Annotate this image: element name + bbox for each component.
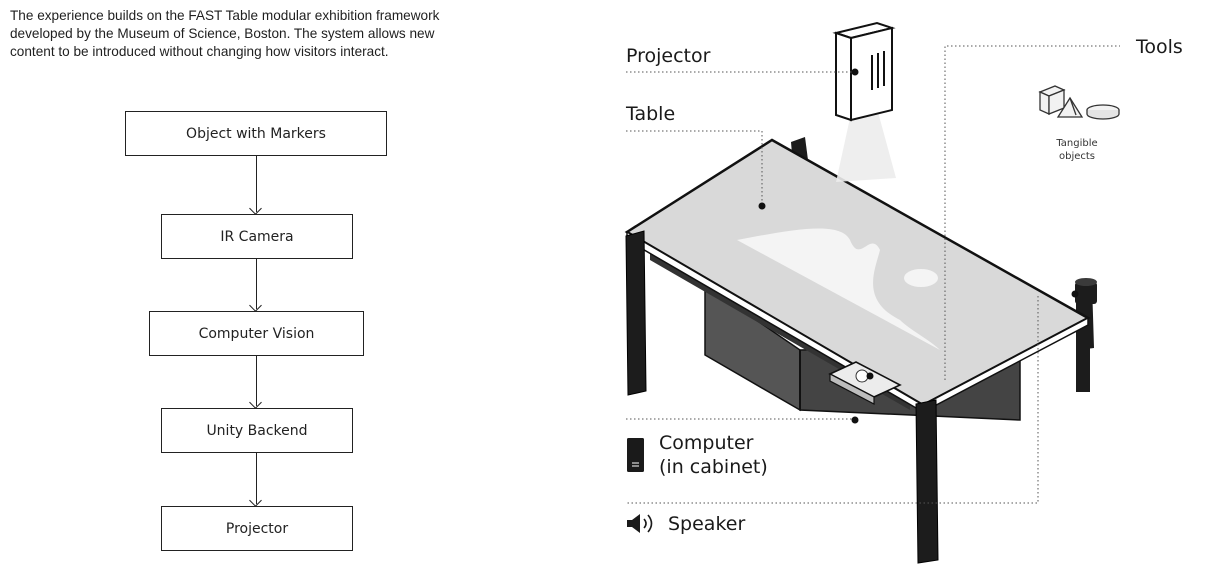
label-tangible-line2: objects xyxy=(1059,151,1095,162)
label-tools: Tools xyxy=(1135,36,1183,58)
label-table: Table xyxy=(625,103,675,125)
pipeline-flowchart: Object with Markers IR Camera Computer V… xyxy=(0,0,600,567)
flow-step-object-with-markers: Object with Markers xyxy=(125,111,387,156)
flow-arrow-2 xyxy=(256,259,257,309)
label-speaker: Speaker xyxy=(668,513,745,535)
projected-landscape xyxy=(737,228,940,350)
projector-icon xyxy=(832,21,896,122)
front-leg-front xyxy=(915,399,939,564)
back-leg-right-lower xyxy=(1076,292,1090,392)
label-computer-line2: (in cabinet) xyxy=(659,456,768,478)
flow-step-unity-backend: Unity Backend xyxy=(161,408,353,453)
leader-dot-tools xyxy=(866,372,874,380)
label-tangible-line1: Tangible xyxy=(1055,138,1097,149)
flow-arrow-3 xyxy=(256,356,257,406)
ir-camera-icon xyxy=(1075,278,1097,304)
leader-dot-projector xyxy=(851,68,859,76)
intro-line-2: developed by the Museum of Science, Bost… xyxy=(10,26,435,41)
flow-arrow-4 xyxy=(256,453,257,504)
flow-step-projector: Projector xyxy=(161,506,353,551)
fast-table-illustration: Projector Table Tools Tangible objects C… xyxy=(624,21,1183,564)
front-leg-left xyxy=(625,230,647,396)
intro-line-1: The experience builds on the FAST Table … xyxy=(10,8,440,23)
projected-spot xyxy=(904,269,938,287)
leader-lines xyxy=(626,45,1120,504)
intro-line-3: content to be introduced without changin… xyxy=(10,44,389,59)
projector-light-cone xyxy=(836,112,896,182)
speaker-icon xyxy=(627,514,653,533)
tangible-objects-icon xyxy=(1038,85,1120,120)
label-projector: Projector xyxy=(626,45,711,67)
intro-text: The experience builds on the FAST Table … xyxy=(10,7,570,61)
flow-arrow-1 xyxy=(256,156,257,212)
leader-dot-camera xyxy=(1071,290,1079,298)
tool-device xyxy=(828,361,902,405)
flow-step-computer-vision: Computer Vision xyxy=(149,311,364,356)
leader-dot-computer xyxy=(851,416,859,424)
label-computer-line1: Computer xyxy=(659,432,754,454)
leader-dot-table xyxy=(758,202,766,210)
flow-step-ir-camera: IR Camera xyxy=(161,214,353,259)
computer-icon xyxy=(627,438,644,472)
